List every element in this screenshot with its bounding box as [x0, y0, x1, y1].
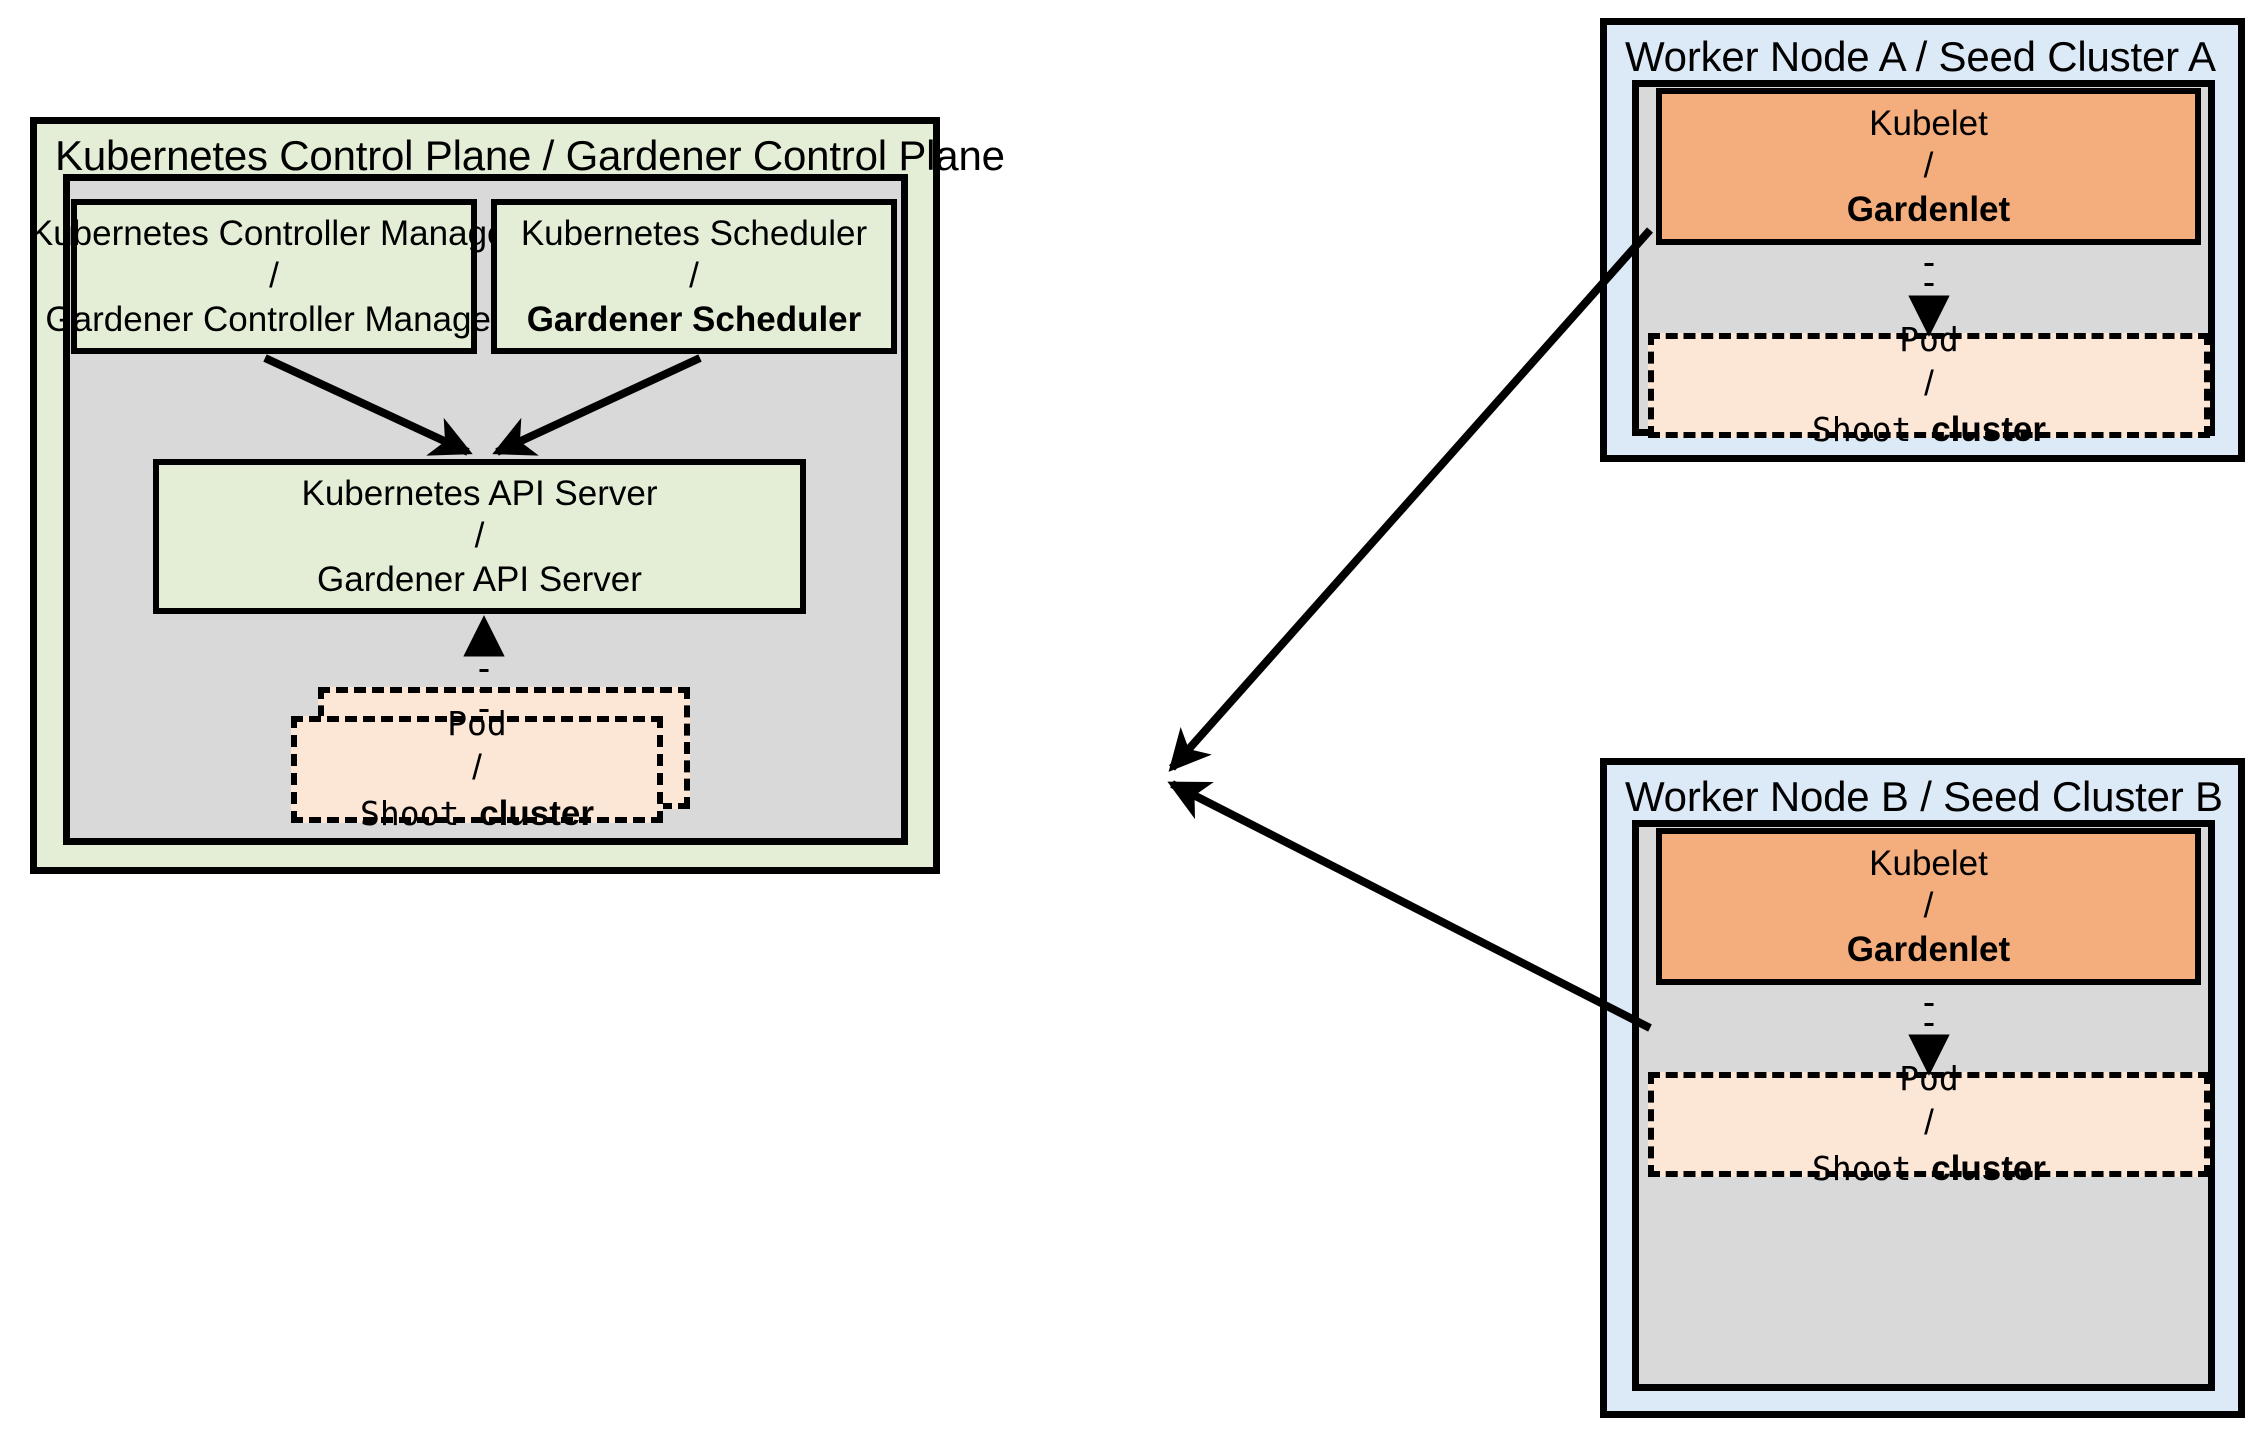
arrow-gardenlet-b-to-api-server	[1167, 780, 1652, 1032]
worker-node-a-kubelet-separator: /	[1923, 146, 1934, 186]
worker-node-a-pod-box[interactable]: Pod / Shoot cluster	[1648, 320, 2210, 449]
api-server-line2: Gardener API Server	[317, 559, 642, 599]
worker-node-a-pod-line2-bold: cluster	[1931, 409, 2046, 449]
worker-node-b-kubelet-box[interactable]: Kubelet / Gardenlet	[1656, 828, 2201, 985]
controller-manager-line1: Kubernetes Controller Manager	[29, 213, 519, 253]
worker-node-a-kubelet-box[interactable]: Kubelet / Gardenlet	[1656, 88, 2201, 245]
scheduler-line1: Kubernetes Scheduler	[520, 213, 868, 253]
worker-node-a-kubelet-line1: Kubelet	[1869, 103, 1988, 143]
worker-node-b-pod-separator: /	[1924, 1103, 1934, 1143]
scheduler-line2: Gardener Scheduler	[526, 299, 862, 339]
control-plane-title: Kubernetes Control Plane / Gardener Cont…	[55, 132, 1005, 179]
worker-node-a-pod-line1: Pod	[1899, 319, 1959, 359]
control-plane-pod-line2-mono: Shoot	[360, 793, 480, 833]
worker-node-a-title: Worker Node A / Seed Cluster A	[1625, 33, 2216, 80]
worker-node-b-title: Worker Node B / Seed Cluster B	[1625, 773, 2223, 820]
scheduler-box[interactable]: Kubernetes Scheduler / Gardener Schedule…	[491, 199, 897, 354]
control-plane-pod-box[interactable]: Pod / Shoot cluster	[291, 704, 663, 833]
worker-node-a-kubelet-line2: Gardenlet	[1846, 189, 2011, 229]
worker-node-b-kubelet-line2: Gardenlet	[1846, 929, 2011, 969]
control-plane-pod-line2: Shoot cluster	[360, 791, 594, 837]
control-plane-pod-line2-bold: cluster	[479, 793, 594, 833]
worker-node-a-pod-line2-mono: Shoot	[1812, 409, 1932, 449]
api-server-box[interactable]: Kubernetes API Server / Gardener API Ser…	[153, 459, 806, 614]
controller-manager-box[interactable]: Kubernetes Controller Manager / Gardener…	[30, 199, 518, 354]
controller-manager-line2: Gardener Controller Manager	[45, 299, 503, 339]
controller-manager-separator: /	[269, 256, 279, 296]
worker-node-b-pod-box[interactable]: Pod / Shoot cluster	[1648, 1059, 2210, 1188]
worker-node-a-pod-separator: /	[1924, 364, 1934, 404]
worker-node-a-pod-line2: Shoot cluster	[1812, 407, 2046, 453]
worker-node-b-kubelet-line1: Kubelet	[1869, 843, 1988, 883]
api-server-separator: /	[474, 516, 485, 556]
worker-node-b-kubelet-separator: /	[1923, 886, 1934, 926]
arrow-gardenlet-a-to-api-server	[1168, 227, 1653, 772]
worker-node-b-pod-line2-mono: Shoot	[1812, 1148, 1932, 1188]
scheduler-separator: /	[689, 256, 699, 296]
api-server-line1: Kubernetes API Server	[301, 473, 658, 513]
control-plane-pod-line1: Pod	[447, 703, 507, 743]
worker-node-b-pod-line2: Shoot cluster	[1812, 1146, 2046, 1192]
control-plane-pod-separator: /	[472, 748, 482, 788]
worker-node-b-pod-line2-bold: cluster	[1931, 1148, 2046, 1188]
worker-node-b-pod-line1: Pod	[1899, 1058, 1959, 1098]
